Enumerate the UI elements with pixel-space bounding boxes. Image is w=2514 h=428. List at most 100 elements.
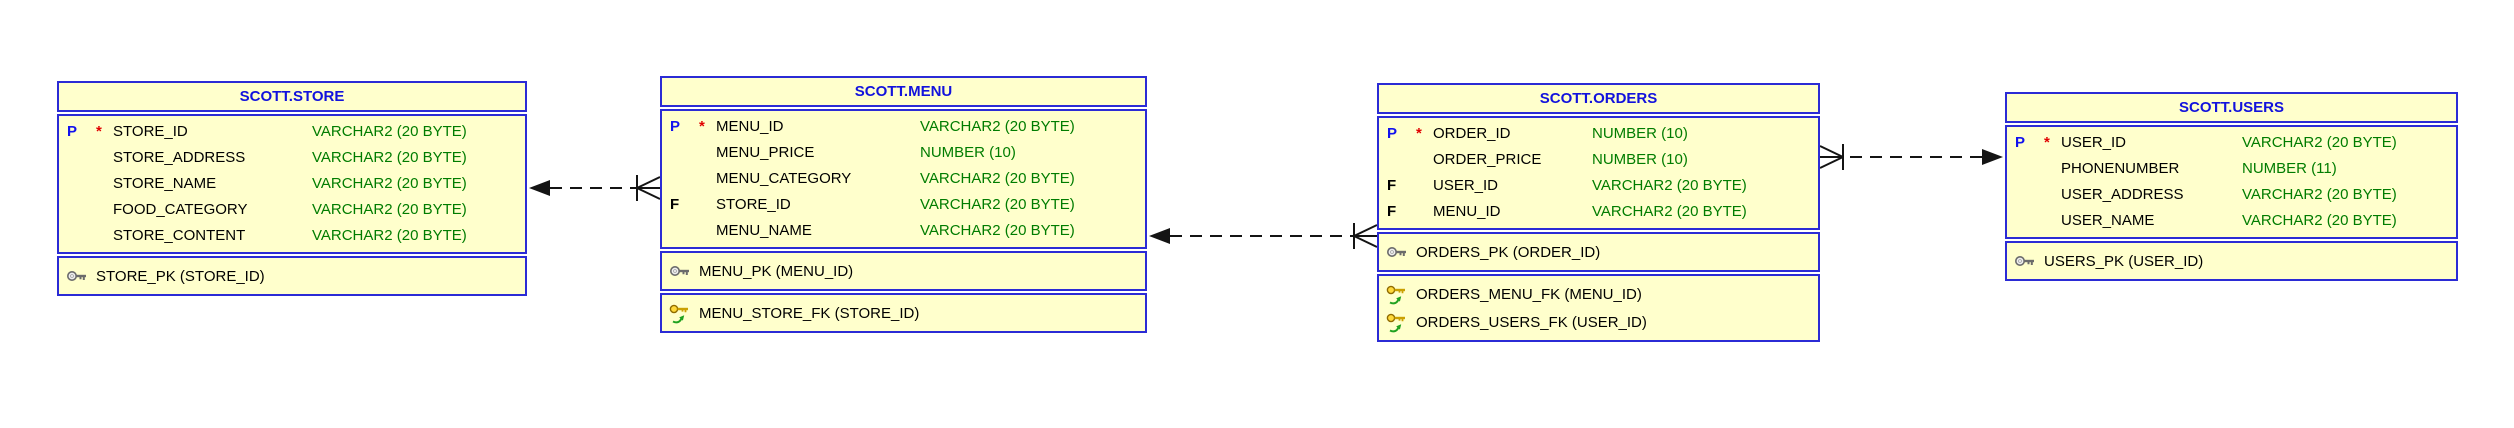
key-row: ORDERS_MENU_FK (MENU_ID) — [1379, 280, 1818, 308]
one-end-arrow-icon — [1982, 149, 2003, 165]
column-name: PHONENUMBER — [2061, 160, 2180, 177]
column-type: VARCHAR2 (20 BYTE) — [2242, 212, 2397, 229]
table-title[interactable]: SCOTT.STORE — [57, 81, 527, 112]
primary-keys-compartment: ORDERS_PK (ORDER_ID) — [1377, 232, 1820, 272]
key-label: ORDERS_MENU_FK (MENU_ID) — [1416, 285, 1642, 303]
fk-flag: F — [1387, 177, 1397, 194]
key-row: STORE_PK (STORE_ID) — [59, 262, 525, 290]
table-title[interactable]: SCOTT.ORDERS — [1377, 83, 1820, 114]
column-row: P * MENU_ID VARCHAR2 (20 BYTE) — [662, 114, 1145, 140]
column-row: FOOD_CATEGORY VARCHAR2 (20 BYTE) — [59, 197, 525, 223]
key-row: ORDERS_USERS_FK (USER_ID) — [1379, 308, 1818, 336]
foreign-key-icon — [1386, 283, 1410, 305]
key-label: MENU_STORE_FK (STORE_ID) — [699, 304, 920, 322]
primary-key-icon — [669, 260, 693, 282]
crowfoot-prong — [636, 176, 661, 189]
column-name: MENU_ID — [1433, 203, 1501, 220]
column-type: VARCHAR2 (20 BYTE) — [920, 118, 1075, 135]
primary-key-icon — [1386, 241, 1410, 263]
relationship-menu-to-store[interactable] — [529, 175, 661, 201]
column-type: VARCHAR2 (20 BYTE) — [312, 227, 467, 244]
column-row: P * STORE_ID VARCHAR2 (20 BYTE) — [59, 119, 525, 145]
columns-compartment: P * STORE_ID VARCHAR2 (20 BYTE) STORE_ADDRES… — [57, 114, 527, 254]
column-name: USER_ID — [2061, 134, 2127, 151]
column-type: NUMBER (10) — [920, 144, 1016, 161]
column-row: STORE_CONTENT VARCHAR2 (20 BYTE) — [59, 223, 525, 249]
table-title[interactable]: SCOTT.USERS — [2005, 92, 2458, 123]
column-type: NUMBER (11) — [2242, 160, 2337, 177]
pk-flag: P — [67, 123, 78, 140]
required-flag: * — [2044, 134, 2050, 151]
key-label: ORDERS_PK (ORDER_ID) — [1416, 243, 1601, 261]
column-name: MENU_PRICE — [716, 144, 815, 161]
column-name: STORE_ADDRESS — [113, 149, 246, 166]
column-type: NUMBER (10) — [1592, 151, 1688, 168]
fk-flag: F — [1387, 203, 1397, 220]
relationship-orders-to-users[interactable] — [1819, 144, 2003, 170]
one-end-arrow-icon — [529, 180, 550, 196]
column-row: F MENU_ID VARCHAR2 (20 BYTE) — [1379, 199, 1818, 225]
column-type: VARCHAR2 (20 BYTE) — [920, 222, 1075, 239]
column-row: P * ORDER_ID NUMBER (10) — [1379, 121, 1818, 147]
column-row: F USER_ID VARCHAR2 (20 BYTE) — [1379, 173, 1818, 199]
key-label: STORE_PK (STORE_ID) — [96, 267, 265, 285]
crowfoot-prong — [636, 187, 661, 200]
column-type: VARCHAR2 (20 BYTE) — [312, 175, 467, 192]
column-type: VARCHAR2 (20 BYTE) — [312, 201, 467, 218]
one-end-arrow-icon — [1149, 228, 1170, 244]
column-row: MENU_PRICE NUMBER (10) — [662, 140, 1145, 166]
key-label: USERS_PK (USER_ID) — [2044, 252, 2204, 270]
column-type: VARCHAR2 (20 BYTE) — [920, 196, 1075, 213]
column-name: FOOD_CATEGORY — [113, 201, 248, 218]
table-title[interactable]: SCOTT.MENU — [660, 76, 1147, 107]
pk-flag: P — [2015, 134, 2026, 151]
entity-table-users[interactable]: SCOTT.USERS P * USER_ID VARCHAR2 (20 BYTE) PH… — [2005, 92, 2458, 281]
column-type: VARCHAR2 (20 BYTE) — [920, 170, 1075, 187]
column-row: USER_NAME VARCHAR2 (20 BYTE) — [2007, 208, 2456, 234]
column-row: PHONENUMBER NUMBER (11) — [2007, 156, 2456, 182]
key-row: MENU_PK (MENU_ID) — [662, 257, 1145, 285]
column-name: ORDER_ID — [1433, 125, 1511, 142]
required-flag: * — [1416, 125, 1422, 142]
foreign-key-icon — [669, 302, 693, 324]
crowfoot-prong — [1819, 145, 1844, 158]
relationship-orders-to-menu[interactable] — [1149, 223, 1378, 249]
required-flag: * — [699, 118, 705, 135]
pk-flag: P — [1387, 125, 1398, 142]
column-name: STORE_ID — [113, 123, 188, 140]
crowfoot-prong — [1353, 224, 1378, 237]
foreign-keys-compartment: ORDERS_MENU_FK (MENU_ID) ORDERS_USERS_FK … — [1377, 274, 1820, 342]
pk-flag: P — [670, 118, 681, 135]
column-name: STORE_NAME — [113, 175, 217, 192]
columns-compartment: P * MENU_ID VARCHAR2 (20 BYTE) MENU_PRICE NUM… — [660, 109, 1147, 249]
column-type: VARCHAR2 (20 BYTE) — [1592, 203, 1747, 220]
column-name: MENU_NAME — [716, 222, 812, 239]
column-row: MENU_NAME VARCHAR2 (20 BYTE) — [662, 218, 1145, 244]
primary-keys-compartment: MENU_PK (MENU_ID) — [660, 251, 1147, 291]
column-row: ORDER_PRICE NUMBER (10) — [1379, 147, 1818, 173]
fk-flag: F — [670, 196, 680, 213]
key-row: USERS_PK (USER_ID) — [2007, 247, 2456, 275]
column-name: ORDER_PRICE — [1433, 151, 1542, 168]
column-type: NUMBER (10) — [1592, 125, 1688, 142]
required-flag: * — [96, 123, 102, 140]
column-name: USER_NAME — [2061, 212, 2155, 229]
column-name: USER_ADDRESS — [2061, 186, 2184, 203]
column-type: VARCHAR2 (20 BYTE) — [1592, 177, 1747, 194]
primary-keys-compartment: STORE_PK (STORE_ID) — [57, 256, 527, 296]
key-label: MENU_PK (MENU_ID) — [699, 262, 854, 280]
column-name: USER_ID — [1433, 177, 1499, 194]
crowfoot-prong — [1819, 156, 1844, 169]
column-type: VARCHAR2 (20 BYTE) — [312, 123, 467, 140]
column-name: MENU_ID — [716, 118, 784, 135]
column-name: STORE_CONTENT — [113, 227, 246, 244]
foreign-key-icon — [1386, 311, 1410, 333]
